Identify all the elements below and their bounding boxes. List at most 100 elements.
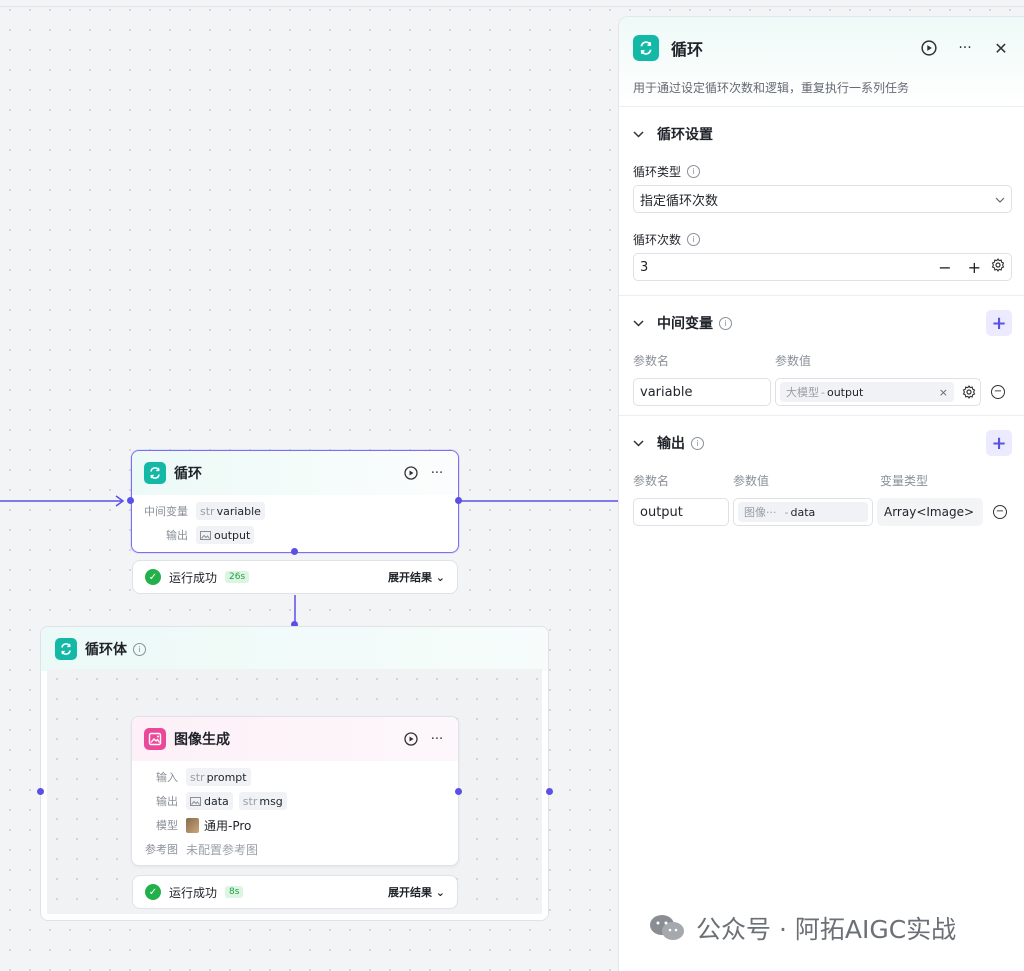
loop-count-stepper[interactable]: 3 − + [633, 253, 1012, 281]
loop-body-title: 循环体 [85, 642, 127, 658]
output-port[interactable] [455, 497, 462, 504]
chevron-down-icon[interactable] [633, 128, 649, 141]
more-icon[interactable]: ··· [430, 465, 444, 481]
ref-field: data [790, 505, 816, 519]
row-label: 模型 [156, 819, 178, 832]
image-gen-ref-row: 参考图 未配置参考图 [132, 837, 458, 861]
success-icon: ✓ [145, 884, 161, 900]
add-output-button[interactable]: + [986, 430, 1012, 456]
intermediate-col-headers: 参数名 参数值 [633, 350, 1012, 370]
panel-title: 循环 [671, 40, 704, 59]
output-port[interactable] [455, 788, 462, 795]
status-text: 运行成功 [169, 885, 218, 900]
intermediate-vars-header[interactable]: 中间变量 i + [633, 296, 1012, 350]
wechat-icon [648, 913, 686, 943]
loop-settings-header[interactable]: 循环设置 [633, 107, 1012, 161]
top-divider [0, 6, 1024, 7]
info-icon[interactable]: i [687, 164, 701, 178]
type-tag: str [200, 504, 215, 518]
col-header: 参数名 [633, 353, 670, 368]
col-header: 参数名 [633, 473, 670, 488]
output-value-ref[interactable]: 图像··· - data [733, 498, 873, 526]
input-value: variable [640, 384, 693, 400]
stepper-value[interactable]: 3 [640, 259, 649, 275]
output-section: 输出 i + 参数名 参数值 变量类型 output 图像··· - data … [619, 416, 1024, 526]
ref-chip: 大模型 - output × [780, 382, 954, 402]
input-value: output [640, 504, 683, 520]
output-header[interactable]: 输出 i + [633, 416, 1012, 470]
output-type-select[interactable]: Array<Image> [877, 498, 983, 526]
type-value: Array<Image> [884, 505, 975, 519]
col-header: 参数值 [733, 473, 770, 488]
duration-badge: 8s [225, 886, 244, 898]
image-icon [144, 728, 166, 750]
decrement-icon[interactable]: − [938, 257, 952, 277]
info-icon[interactable]: i [719, 316, 732, 330]
expand-results-button[interactable]: 展开结果 ⌄ [387, 886, 445, 899]
status-text: 运行成功 [169, 570, 218, 585]
param-value-ref[interactable]: 大模型 - output × [775, 378, 981, 406]
remove-row-icon[interactable]: − [993, 505, 1007, 519]
duration-badge: 26s [225, 571, 250, 583]
ref-source: 图像··· [744, 506, 777, 519]
more-icon[interactable]: ··· [958, 40, 972, 56]
row-label: 参考图 [145, 843, 178, 856]
image-gen-run-status: ✓ 运行成功 8s 展开结果 ⌄ [132, 875, 458, 909]
remove-row-icon[interactable]: − [991, 385, 1005, 399]
image-type-icon [200, 530, 211, 540]
intermediate-vars-section: 中间变量 i + 参数名 参数值 variable 大模型 - output ×… [619, 296, 1024, 416]
row-label: 中间变量 [144, 505, 188, 518]
output-col-headers: 参数名 参数值 变量类型 [633, 470, 1012, 490]
close-icon[interactable]: ✕ [994, 38, 1008, 58]
run-icon[interactable] [920, 39, 938, 57]
more-icon[interactable]: ··· [430, 731, 444, 747]
model-avatar [186, 817, 199, 833]
loop-type-select[interactable]: 指定循环次数 [633, 185, 1012, 213]
run-icon[interactable] [402, 464, 420, 482]
input-port[interactable] [127, 497, 134, 504]
add-variable-button[interactable]: + [986, 310, 1012, 336]
loop-node-header: 循环 ··· [132, 451, 458, 495]
image-type-icon [190, 796, 201, 806]
info-icon[interactable]: i [133, 642, 146, 656]
input-port[interactable] [37, 788, 44, 795]
image-gen-header: 图像生成 ··· [132, 717, 458, 761]
increment-icon[interactable]: + [967, 257, 981, 277]
gear-icon[interactable] [962, 385, 976, 399]
data-chip: data [186, 792, 233, 810]
loop-run-status: ✓ 运行成功 26s 展开结果 ⌄ [132, 560, 458, 594]
section-title: 输出 [657, 436, 685, 452]
run-icon[interactable] [402, 730, 420, 748]
output-name-input[interactable]: output [633, 498, 729, 526]
info-icon[interactable]: i [687, 232, 701, 246]
section-title: 循环设置 [657, 127, 713, 143]
col-header: 参数值 [775, 353, 812, 368]
loop-settings-section: 循环设置 循环类型 i 指定循环次数 循环次数 i 3 − + [619, 107, 1024, 296]
loop-body-port[interactable] [291, 548, 298, 555]
output-row: output 图像··· - data Array<Image> − [633, 498, 1012, 526]
gear-icon[interactable] [991, 258, 1005, 276]
loop-node-row-output: 输出 output [132, 523, 458, 547]
chevron-down-icon[interactable] [633, 317, 649, 330]
expand-results-button[interactable]: 展开结果 ⌄ [387, 571, 445, 584]
field-label: 循环类型 [633, 164, 682, 179]
info-icon[interactable]: i [691, 436, 704, 450]
clear-icon[interactable]: × [938, 385, 948, 399]
image-gen-title: 图像生成 [174, 732, 230, 748]
chip-name: data [204, 794, 229, 808]
loop-body-exit-port[interactable] [546, 788, 553, 795]
ref-chip: 图像··· - data [738, 502, 868, 522]
chevron-down-icon[interactable] [633, 437, 649, 450]
ref-field: output [826, 385, 864, 399]
loop-node-title: 循环 [174, 466, 202, 482]
loop-body-entry-port[interactable] [291, 621, 298, 628]
chip-name: variable [216, 504, 261, 518]
select-value: 指定循环次数 [640, 193, 719, 209]
param-name-input[interactable]: variable [633, 378, 771, 406]
